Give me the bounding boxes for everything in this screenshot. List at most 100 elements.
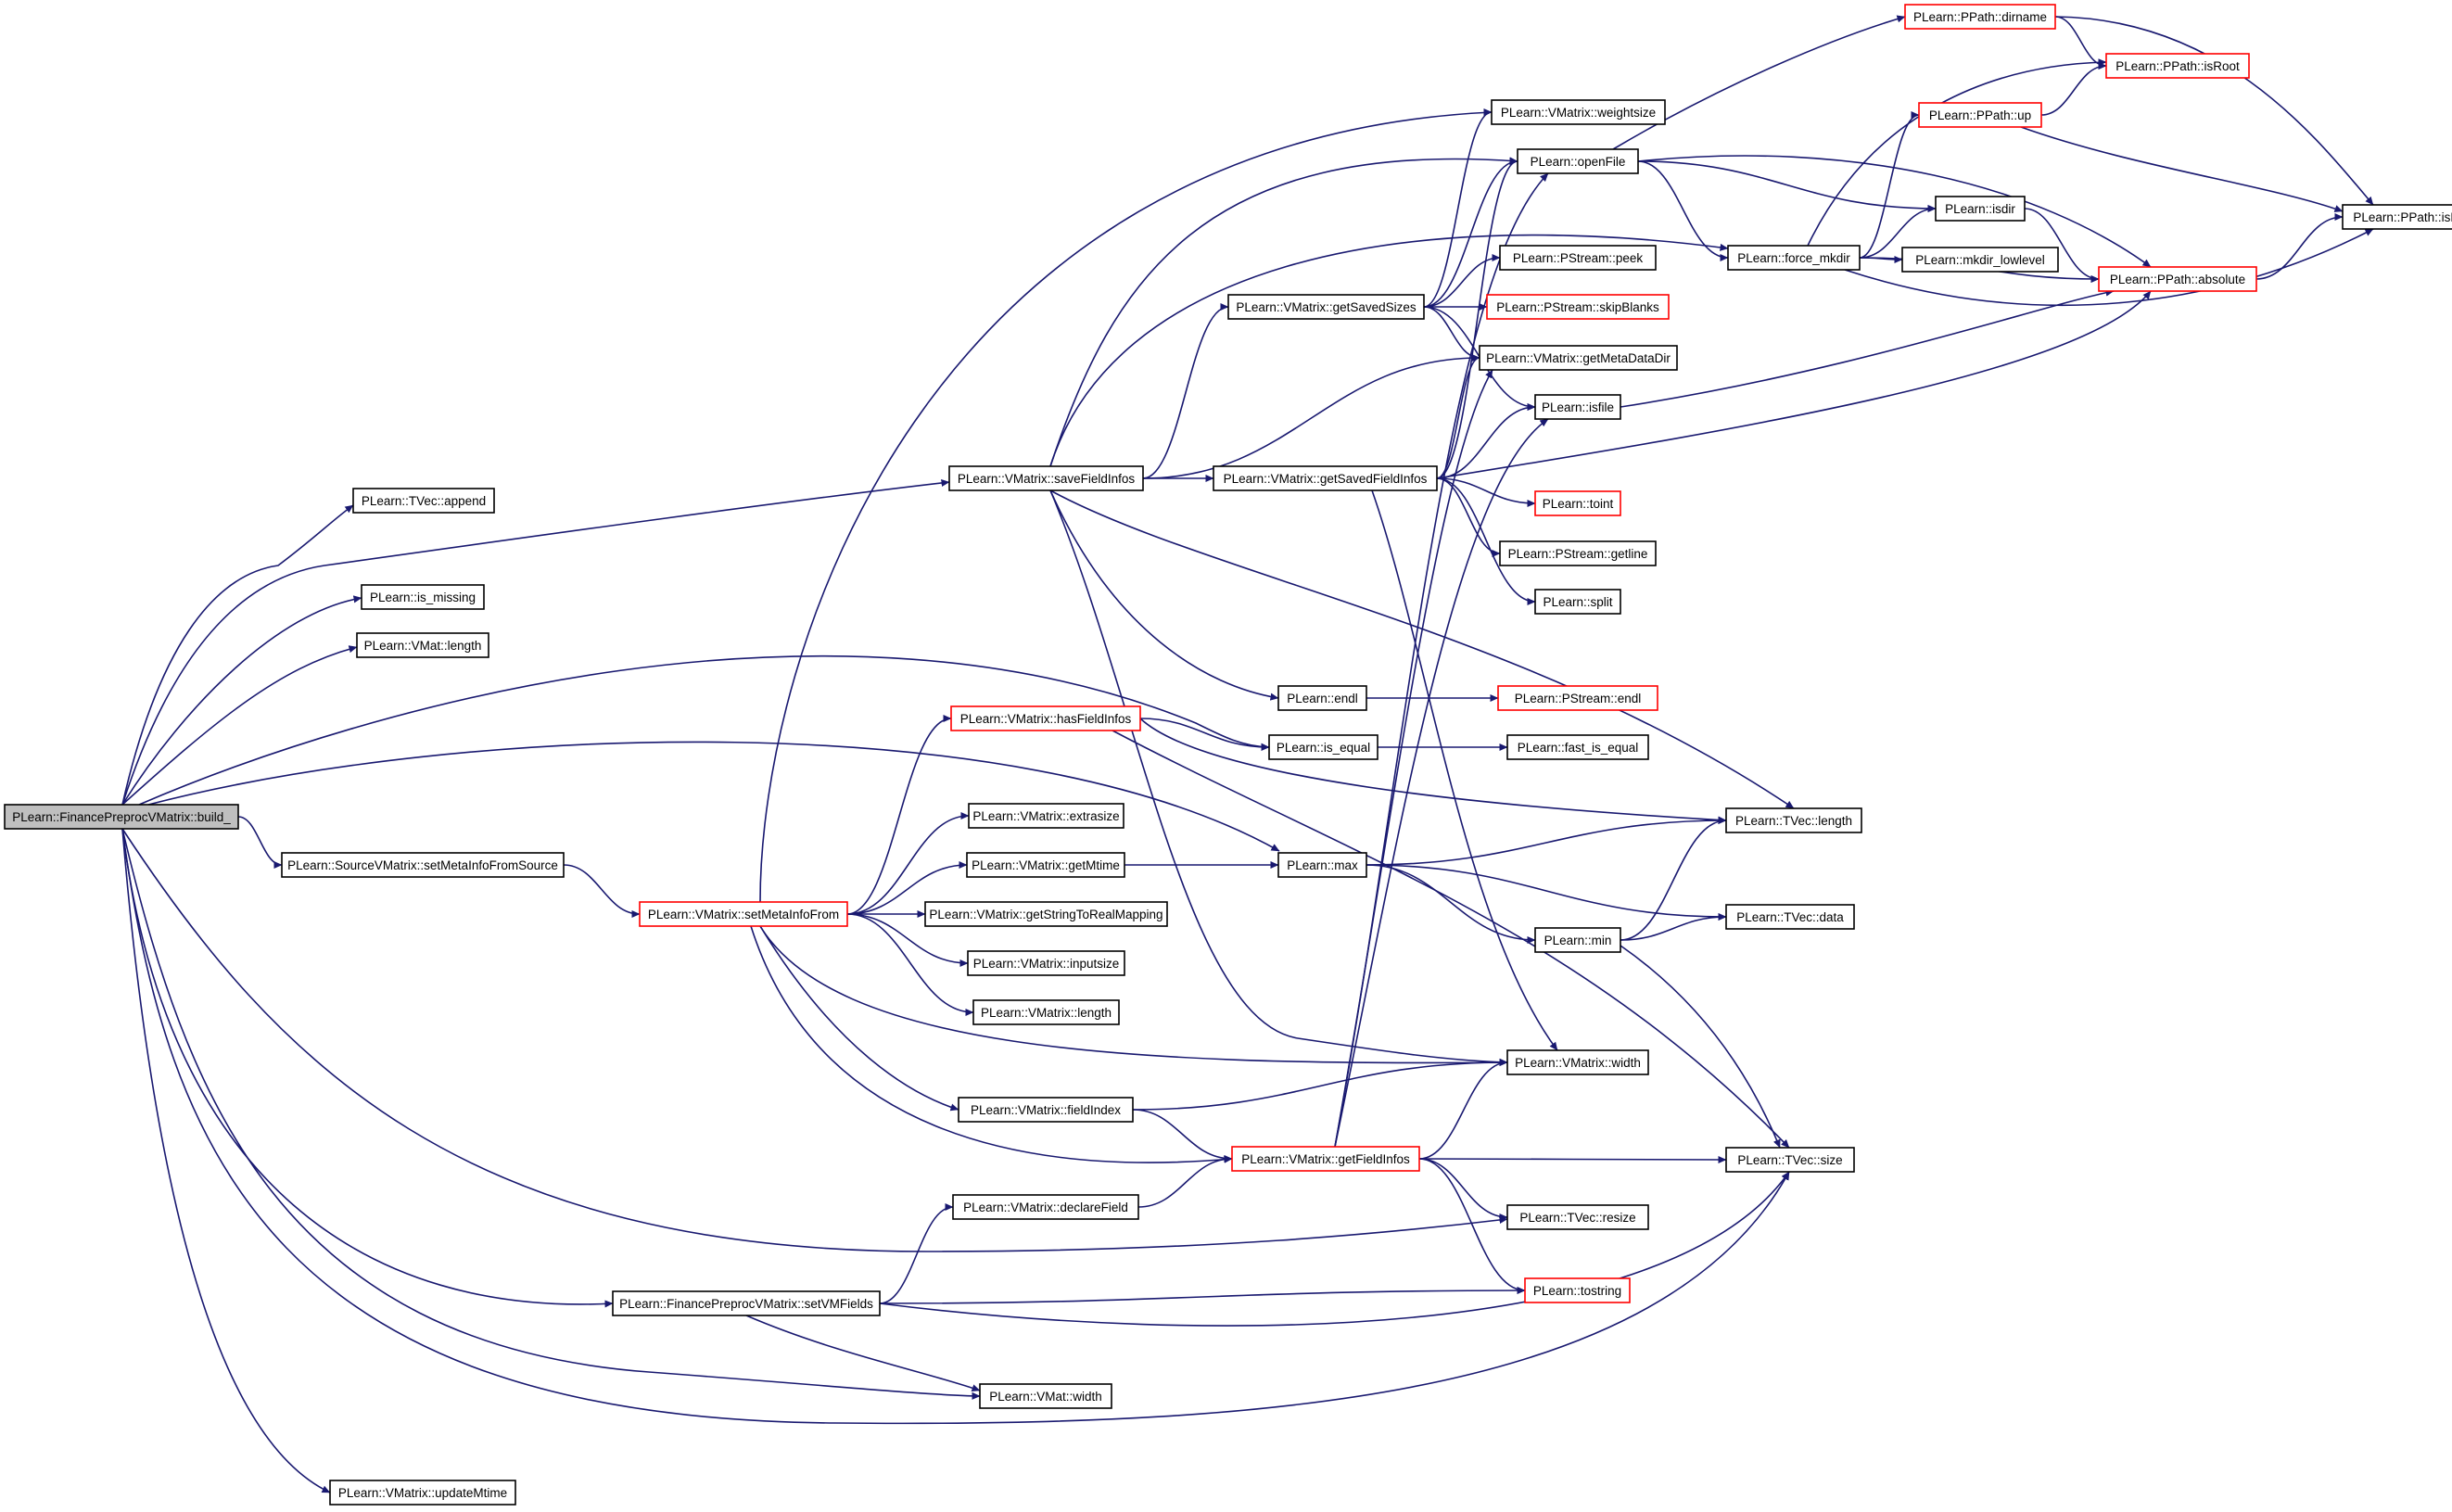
node-tvec-size[interactable]: PLearn::TVec::size [1725,1147,1855,1173]
node-box [948,465,1144,491]
node-box [1534,589,1621,615]
node-vmat-width[interactable]: PLearn::VMat::width [979,1383,1112,1409]
node-tostring[interactable]: PLearn::tostring [1524,1277,1631,1303]
node-box [1725,1147,1855,1173]
node-box [1524,1277,1631,1303]
node-isEmpty[interactable]: PLearn::PPath::isEmpty [2342,204,2452,230]
edge-declareField-to-getFieldInfos [1137,1154,1233,1208]
edge-openFile-to-absolute [1637,155,2152,268]
node-label: PLearn::force_mkdir [1737,251,1850,265]
node-dirname[interactable]: PLearn::PPath::dirname [1904,4,2056,30]
node-hasFieldInfos[interactable]: PLearn::VMatrix::hasFieldInfos [950,705,1141,731]
node-openFile[interactable]: PLearn::openFile [1517,148,1639,174]
node-pstream-endl[interactable]: PLearn::PStream::endl [1497,685,1658,711]
node-box [329,1480,516,1506]
node-label: PLearn::VMatrix::inputsize [973,957,1120,971]
node-getMtime[interactable]: PLearn::VMatrix::getMtime [966,852,1125,878]
node-label: PLearn::VMatrix::fieldIndex [971,1103,1121,1117]
node-isfile[interactable]: PLearn::isfile [1534,394,1621,420]
edge-min-to-tvec_size [1620,945,1781,1149]
node-label: PLearn::VMatrix::getSavedFieldInfos [1224,472,1428,486]
node-box [1517,148,1639,174]
node-label: PLearn::VMatrix::declareField [963,1201,1128,1214]
node-extrasize[interactable]: PLearn::VMatrix::extrasize [968,803,1124,829]
edge-max-to-min [1366,864,1536,945]
node-split[interactable]: PLearn::split [1534,589,1621,615]
edge-min-to-tvec_length [1620,816,1727,941]
node-append[interactable]: PLearn::TVec::append [352,488,495,514]
node-box [639,901,848,927]
edge-saveFieldInfos-to-endl [1049,489,1279,701]
edge-hasFieldInfos-to-is_equal [1139,718,1270,752]
edge-build-to-max [147,741,1280,852]
node-inputsize[interactable]: PLearn::VMatrix::inputsize [967,950,1125,976]
node-box [1277,685,1367,711]
node-label: PLearn::FinancePreprocVMatrix::setVMFiel… [619,1297,873,1311]
node-is-missing[interactable]: PLearn::is_missing [361,584,485,610]
node-force-mkdir[interactable]: PLearn::force_mkdir [1727,245,1861,271]
edge-getSavedFieldInfos-to-toint [1436,477,1536,508]
node-max[interactable]: PLearn::max [1277,852,1367,878]
node-tvec-length[interactable]: PLearn::TVec::length [1725,807,1862,833]
node-label: PLearn::endl [1287,692,1358,705]
node-setMetaInfoFrom[interactable]: PLearn::VMatrix::setMetaInfoFrom [639,901,848,927]
edge-setVMFields-to-tostring [879,1286,1526,1304]
edge-setMetaInfoFrom-to-vmatrix_length [846,913,974,1017]
node-isdir[interactable]: PLearn::isdir [1935,196,2026,222]
edge-setMetaInfoFrom-to-inputsize [846,913,969,968]
node-toint[interactable]: PLearn::toint [1534,490,1621,516]
node-setVMFields[interactable]: PLearn::FinancePreprocVMatrix::setVMFiel… [612,1290,881,1316]
node-getline[interactable]: PLearn::PStream::getline [1499,540,1657,566]
node-vmatrix-width[interactable]: PLearn::VMatrix::width [1506,1049,1649,1075]
node-getSavedSizes[interactable]: PLearn::VMatrix::getSavedSizes [1227,294,1425,320]
node-label: PLearn::PStream::peek [1513,251,1644,265]
edge-isdir-to-absolute [2024,208,2100,284]
node-vmat-length[interactable]: PLearn::VMat::length [356,632,489,658]
node-skipBlanks[interactable]: PLearn::PStream::skipBlanks [1486,294,1670,320]
node-endl[interactable]: PLearn::endl [1277,685,1367,711]
node-label: PLearn::VMatrix::saveFieldInfos [958,472,1136,486]
node-label: PLearn::mkdir_lowlevel [1915,253,2045,267]
edge-setMetaInfoFrom-to-getMtime [846,860,968,915]
node-box [1486,294,1670,320]
edge-up-to-isEmpty [2020,126,2344,212]
node-box [950,705,1141,731]
node-tvec-resize[interactable]: PLearn::TVec::resize [1506,1204,1649,1230]
node-saveFieldInfos[interactable]: PLearn::VMatrix::saveFieldInfos [948,465,1144,491]
node-label: PLearn::VMatrix::getSavedSizes [1236,300,1417,314]
node-getMetaDataDir[interactable]: PLearn::VMatrix::getMetaDataDir [1479,345,1678,371]
edge-force_mkdir-to-isdir [1859,204,1937,259]
node-label: PLearn::is_missing [370,591,476,604]
node-mkdir-lowlevel[interactable]: PLearn::mkdir_lowlevel [1901,247,2059,273]
node-label: PLearn::max [1287,858,1358,872]
node-absolute[interactable]: PLearn::PPath::absolute [2098,266,2257,292]
node-setMetaInfoFromSource[interactable]: PLearn::SourceVMatrix::setMetaInfoFromSo… [281,852,565,878]
node-getSavedFieldInfos[interactable]: PLearn::VMatrix::getSavedFieldInfos [1213,465,1438,491]
node-peek[interactable]: PLearn::PStream::peek [1499,245,1657,271]
node-up[interactable]: PLearn::PPath::up [1918,102,2042,128]
edge-layer [121,15,2374,1493]
node-isRoot[interactable]: PLearn::PPath::isRoot [2105,53,2250,79]
node-declareField[interactable]: PLearn::VMatrix::declareField [952,1194,1139,1220]
node-weightsize[interactable]: PLearn::VMatrix::weightsize [1491,99,1666,125]
edge-build-to-saveFieldInfos [121,478,950,806]
node-vmatrix-length[interactable]: PLearn::VMatrix::length [972,999,1120,1025]
edge-build-to-setVMFields [121,828,614,1308]
node-label: PLearn::TVec::data [1736,910,1844,924]
node-label: PLearn::PPath::up [1929,108,2031,122]
node-box [1901,247,2059,273]
node-getStringToRealMapping[interactable]: PLearn::VMatrix::getStringToRealMapping [924,901,1168,927]
node-box [1268,734,1378,760]
node-tvec-data[interactable]: PLearn::TVec::data [1725,904,1855,930]
node-fieldIndex[interactable]: PLearn::VMatrix::fieldIndex [958,1097,1134,1123]
edge-fieldIndex-to-vmatrix_width [1132,1058,1508,1111]
node-min[interactable]: PLearn::min [1534,927,1621,953]
node-box [1506,734,1649,760]
node-fast-is-equal[interactable]: PLearn::fast_is_equal [1506,734,1649,760]
node-box [1727,245,1861,271]
node-build[interactable]: PLearn::FinancePreprocVMatrix::build_ [4,804,239,830]
node-is-equal[interactable]: PLearn::is_equal [1268,734,1378,760]
edge-openFile-to-dirname [1612,15,1906,150]
node-getFieldInfos[interactable]: PLearn::VMatrix::getFieldInfos [1231,1146,1420,1172]
node-updateMtime[interactable]: PLearn::VMatrix::updateMtime [329,1480,516,1506]
